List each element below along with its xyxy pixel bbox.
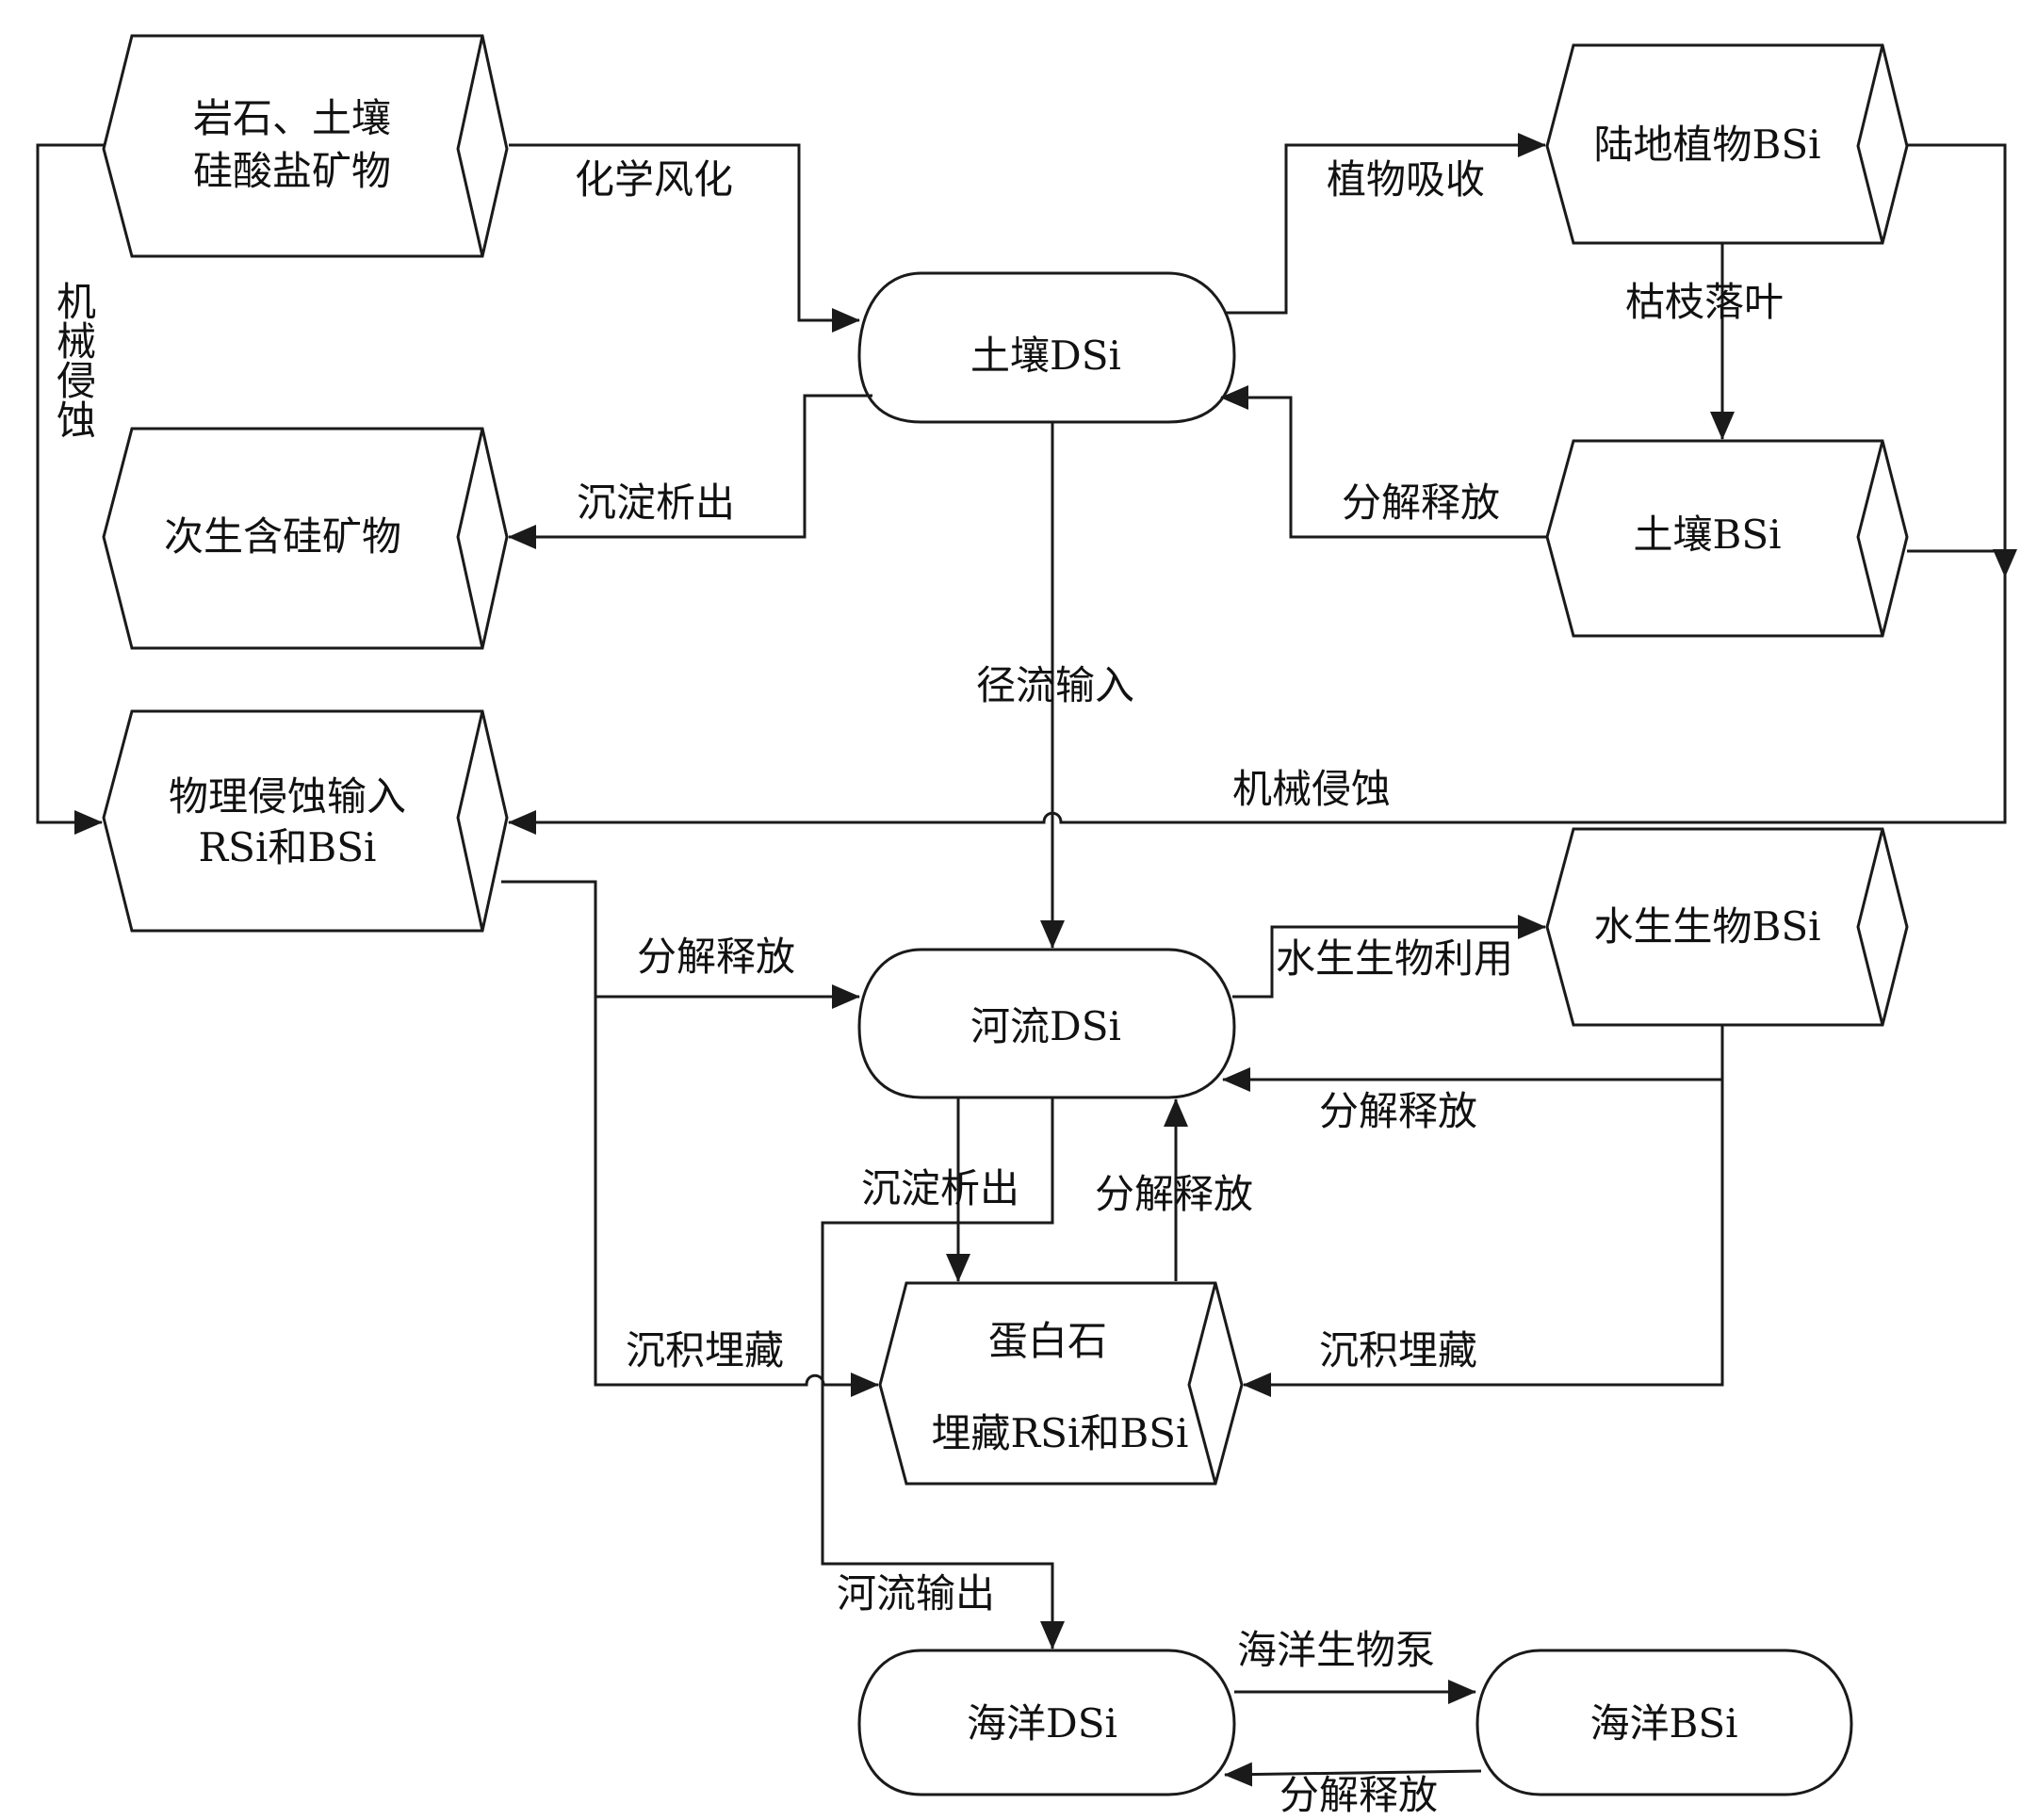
node-soil-dsi: 土壤DSi bbox=[857, 271, 1236, 424]
label-burial-right: 沉积埋藏 bbox=[1319, 1327, 1477, 1373]
node-physical-erosion-line2: RSi和BSi bbox=[199, 824, 377, 870]
node-rock-silicate-line1: 岩石、土壤 bbox=[193, 95, 391, 141]
node-river-dsi-label: 河流DSi bbox=[970, 1003, 1121, 1049]
node-soil-bsi: 土壤BSi bbox=[1545, 439, 1909, 638]
label-aquatic-use: 水生生物利用 bbox=[1276, 935, 1513, 982]
label-mech-erosion-right: 机械侵蚀 bbox=[1232, 766, 1391, 812]
label-precipitation-river: 沉淀析出 bbox=[861, 1165, 1019, 1211]
node-aquatic-bsi: 水生生物BSi bbox=[1545, 827, 1909, 1027]
edge-precipitation-soil bbox=[508, 394, 872, 549]
node-soil-dsi-label: 土壤DSi bbox=[970, 333, 1121, 379]
node-rock-silicate-line2: 硅酸盐矿物 bbox=[193, 148, 391, 194]
label-mech-erosion-left: 机械侵蚀 bbox=[51, 281, 97, 439]
node-opal-burial-line2: 埋藏RSi和BSi bbox=[932, 1410, 1189, 1456]
label-decomp-aquatic: 分解释放 bbox=[1319, 1088, 1477, 1134]
node-opal-burial-line1: 蛋白石 bbox=[988, 1318, 1107, 1364]
label-decomp-physical: 分解释放 bbox=[637, 934, 795, 980]
edge-decomp-ocean bbox=[1224, 1762, 1482, 1787]
label-river-output: 河流输出 bbox=[837, 1570, 995, 1617]
edge-decomp-soil bbox=[1220, 385, 1547, 539]
node-soil-bsi-label: 土壤BSi bbox=[1633, 512, 1781, 558]
edge-chemical-weathering bbox=[509, 143, 860, 333]
label-bio-pump: 海洋生物泵 bbox=[1237, 1627, 1435, 1673]
edge-decomp-physical bbox=[501, 880, 860, 1009]
node-ocean-bsi: 海洋BSi bbox=[1475, 1649, 1853, 1796]
node-secondary-minerals: 次生含硅矿物 bbox=[102, 427, 509, 650]
edge-plant-uptake bbox=[1225, 133, 1546, 315]
label-precipitation-soil: 沉淀析出 bbox=[577, 479, 735, 526]
node-physical-erosion: 物理侵蚀输入 RSi和BSi bbox=[102, 709, 509, 933]
node-river-dsi: 河流DSi bbox=[857, 948, 1236, 1099]
edge-river-output bbox=[821, 1097, 1065, 1649]
node-aquatic-bsi-label: 水生生物BSi bbox=[1593, 903, 1820, 950]
edge-plant-to-trunk bbox=[1907, 143, 2017, 577]
edge-burial-right bbox=[1243, 1080, 1724, 1397]
node-ocean-dsi: 海洋DSi bbox=[857, 1649, 1236, 1796]
label-decomp-soil: 分解释放 bbox=[1342, 479, 1500, 526]
node-opal-burial: 蛋白石 埋藏RSi和BSi bbox=[878, 1281, 1244, 1486]
node-ocean-dsi-label: 海洋DSi bbox=[967, 1700, 1117, 1747]
node-rock-silicate: 岩石、土壤 硅酸盐矿物 bbox=[102, 34, 509, 258]
label-runoff-input: 径流输入 bbox=[976, 662, 1134, 708]
node-plant-bsi: 陆地植物BSi bbox=[1545, 43, 1909, 245]
edge-aquatic-use bbox=[1232, 915, 1546, 999]
label-litterfall: 枯枝落叶 bbox=[1625, 279, 1784, 325]
label-decomp-ocean: 分解释放 bbox=[1279, 1772, 1438, 1818]
node-physical-erosion-line1: 物理侵蚀输入 bbox=[169, 773, 406, 820]
edge-mech-erosion-left bbox=[36, 143, 106, 835]
node-plant-bsi-label: 陆地植物BSi bbox=[1593, 122, 1820, 168]
edge-mech-erosion-right bbox=[508, 551, 2007, 835]
label-plant-uptake: 植物吸收 bbox=[1327, 156, 1485, 203]
label-chemical-weathering: 化学风化 bbox=[575, 156, 733, 203]
label-burial-left: 沉积埋藏 bbox=[626, 1327, 784, 1373]
node-secondary-minerals-label: 次生含硅矿物 bbox=[164, 513, 401, 560]
node-ocean-bsi-label: 海洋BSi bbox=[1589, 1700, 1737, 1747]
edge-decomp-aquatic bbox=[1222, 1025, 1724, 1092]
label-decomp-opal: 分解释放 bbox=[1095, 1171, 1253, 1217]
